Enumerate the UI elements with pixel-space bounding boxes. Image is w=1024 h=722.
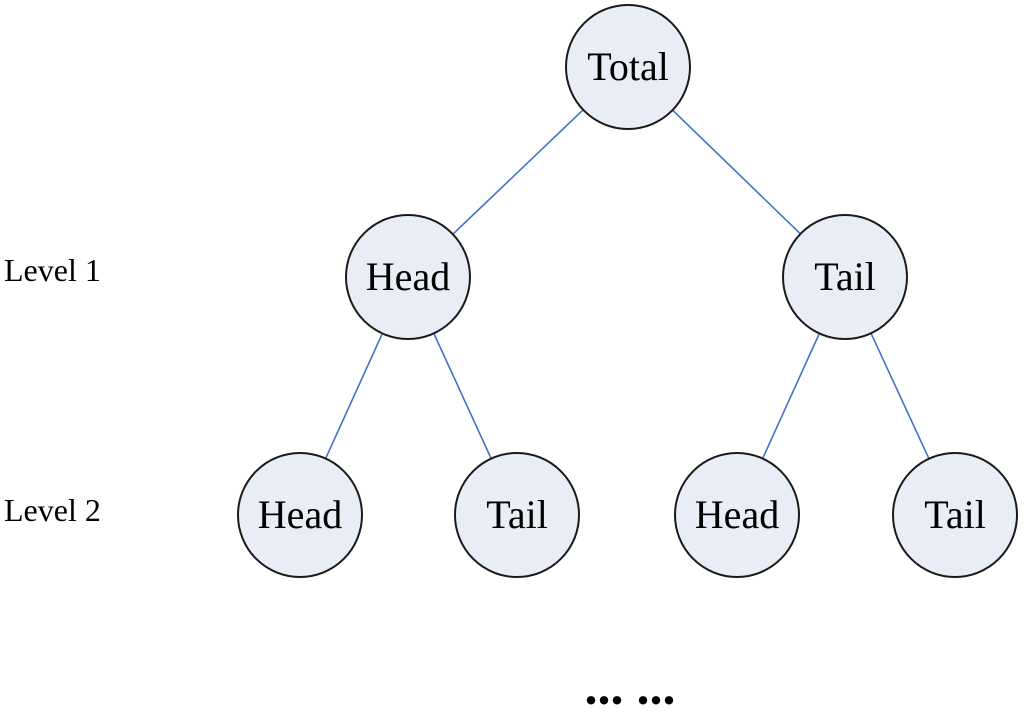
node-tail-level2-right: Tail	[892, 452, 1018, 578]
node-total: Total	[565, 4, 691, 130]
node-head-level2-right: Head	[674, 452, 800, 578]
level-1-row-label: Level 1	[4, 252, 101, 288]
node-head-level1: Head	[345, 214, 471, 340]
node-head-level2-right-label: Head	[694, 492, 780, 537]
level-2-row-label: Level 2	[4, 492, 101, 528]
node-head-level2-left-label: Head	[257, 492, 343, 537]
node-tail-level2-right-label: Tail	[924, 492, 986, 537]
node-tail-level1: Tail	[782, 214, 908, 340]
node-tail-level2-left-label: Tail	[486, 492, 548, 537]
node-head-level2-left: Head	[237, 452, 363, 578]
node-total-label: Total	[587, 44, 669, 89]
node-head-level1-label: Head	[365, 254, 451, 299]
node-tail-level2-left: Tail	[454, 452, 580, 578]
continuation-ellipsis: ... ...	[584, 659, 676, 716]
node-tail-level1-label: Tail	[814, 254, 876, 299]
